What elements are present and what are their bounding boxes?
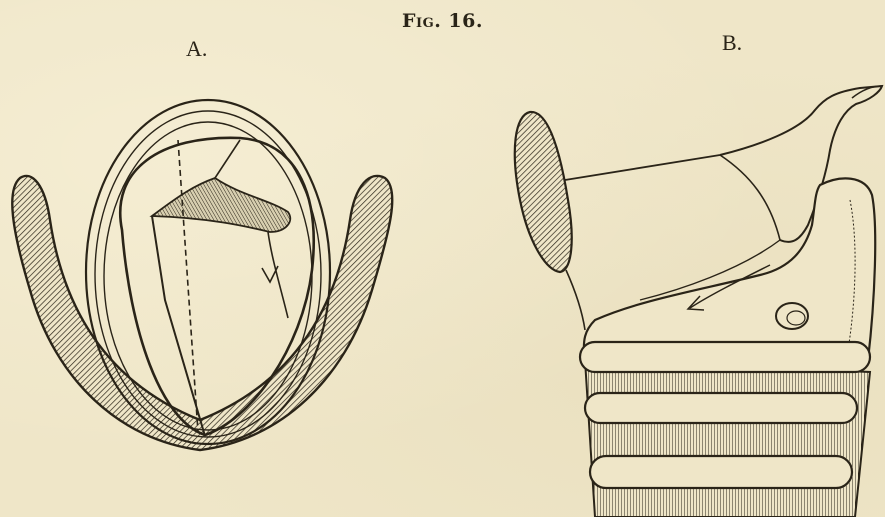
hatched-leaf bbox=[515, 112, 572, 272]
tracheal-ring-2 bbox=[585, 393, 857, 423]
panel-b-drawing bbox=[515, 86, 882, 517]
fold-face bbox=[720, 155, 780, 240]
hatched-flap bbox=[152, 178, 290, 232]
tracheal-ring-1 bbox=[580, 342, 870, 372]
trachea-body bbox=[585, 360, 870, 517]
flap-edge bbox=[215, 140, 240, 178]
tracheal-ring-3 bbox=[590, 456, 852, 488]
leaf-stem bbox=[566, 270, 585, 330]
arrow-a bbox=[268, 232, 288, 318]
fold-line bbox=[565, 155, 720, 180]
panel-a-drawing bbox=[12, 100, 392, 450]
dashed-midline bbox=[178, 140, 198, 432]
